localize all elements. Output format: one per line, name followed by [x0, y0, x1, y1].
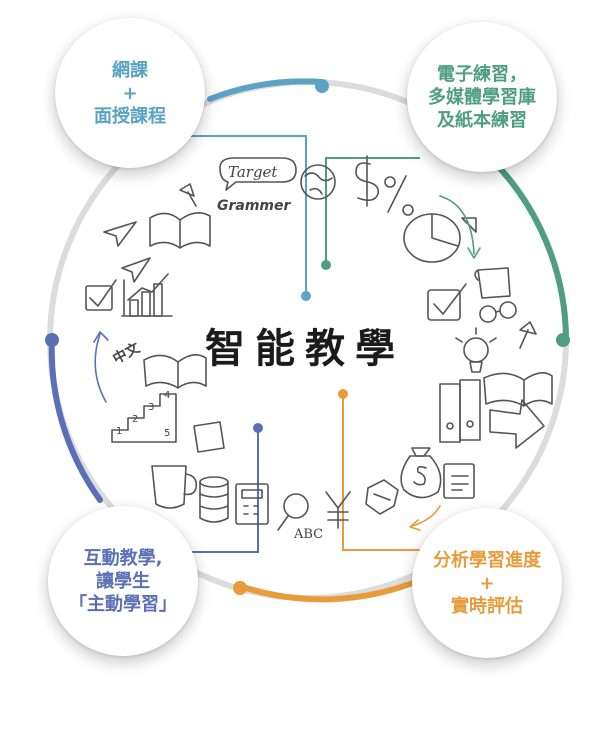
connector-indigo — [160, 428, 259, 553]
grammer-doodle-text: Grammer — [217, 198, 291, 214]
bubble-line: + — [122, 82, 138, 104]
open-book-icon — [483, 372, 553, 407]
globe-icon — [300, 164, 336, 200]
scroll-icon — [193, 421, 225, 453]
bubble-online-courses-text: 網課 + 面授課程 — [94, 59, 166, 128]
coins-icon — [199, 476, 229, 523]
paper-plane-icon — [103, 221, 137, 247]
bubble-line: 讓學生 — [96, 570, 150, 592]
pie-chart-icon — [403, 213, 477, 263]
bubble-line: 面授課程 — [94, 105, 166, 127]
bar-chart-icon — [121, 273, 173, 317]
connector-green-end — [321, 260, 331, 270]
stair-number: 4 — [164, 390, 171, 401]
bubble-line: 「主動學習」 — [69, 593, 177, 615]
pushpin-icon — [179, 183, 197, 207]
bubble-interactive-teaching: 互動教學, 讓學生 「主動學習」 — [48, 506, 198, 656]
arrow-icon — [94, 333, 107, 403]
dot-orange — [233, 581, 247, 595]
bubble-progress-analysis-text: 分析學習進度 + 實時評估 — [433, 549, 541, 618]
dot-indigo — [45, 333, 59, 347]
abc-doodle-text: ABC — [294, 527, 324, 542]
glasses-icon — [479, 301, 517, 323]
lightbulb-icon — [455, 327, 497, 373]
scroll-icon — [474, 267, 511, 299]
connector-blue-end — [301, 291, 311, 301]
bubble-line: 及紙本練習 — [437, 109, 527, 131]
pushpin-icon — [519, 321, 537, 349]
target-doodle-text: Target — [228, 163, 278, 181]
binders-icon — [439, 379, 481, 443]
arc-indigo — [48, 335, 103, 503]
dot-green — [556, 333, 570, 347]
stair-number: 3 — [148, 402, 155, 413]
dollar-percent-icon — [355, 155, 414, 216]
stair-number: 2 — [132, 414, 139, 425]
arrow-icon — [439, 195, 475, 255]
arc-blue — [207, 78, 325, 102]
arc-orange — [237, 577, 423, 603]
connector-orange — [342, 394, 420, 551]
bubble-e-practice: 電子練習， 多媒體學習庫 及紙本練習 — [407, 22, 557, 172]
checkbox-icon — [85, 279, 117, 311]
staircase-icon — [111, 393, 177, 443]
bubble-line: 多媒體學習庫 — [428, 86, 536, 108]
yen-icon — [325, 491, 351, 529]
calculator-icon — [235, 483, 269, 525]
bubble-line: 網課 — [112, 59, 148, 81]
connector-indigo-end — [253, 423, 263, 433]
stair-number: 5 — [164, 428, 171, 439]
paper-plane-icon — [121, 257, 151, 283]
clipboard-icon — [443, 463, 475, 499]
bubble-progress-analysis: 分析學習進度 + 實時評估 — [412, 508, 562, 658]
checkbox-icon — [427, 283, 467, 321]
magnifier-icon — [277, 493, 309, 531]
dot-blue — [315, 79, 329, 93]
open-book-icon — [149, 212, 211, 249]
coffee-cup-icon — [151, 465, 198, 509]
connector-green — [325, 157, 420, 265]
arrow-icon — [489, 399, 545, 449]
arrow-icon — [411, 505, 441, 527]
bubble-line: 電子練習， — [437, 63, 527, 85]
connector-orange-end — [338, 389, 348, 399]
bubble-online-courses: 網課 + 面授課程 — [55, 18, 205, 168]
connector-blue — [190, 135, 307, 296]
bubble-line: 實時評估 — [451, 595, 523, 617]
money-bag-icon — [400, 447, 442, 499]
center-title: 智能教學 — [205, 326, 405, 372]
bubble-interactive-teaching-text: 互動教學, 讓學生 「主動學習」 — [69, 547, 177, 616]
bubble-line: 互動教學, — [83, 547, 163, 569]
bubble-e-practice-text: 電子練習， 多媒體學習庫 及紙本練習 — [428, 63, 536, 132]
bubble-line: 分析學習進度 — [433, 549, 541, 571]
open-book-icon — [143, 354, 207, 389]
bubble-line: + — [479, 572, 495, 594]
crumpled-paper-icon — [365, 479, 399, 515]
speech-bubble-icon — [219, 157, 297, 191]
stair-number: 1 — [116, 426, 123, 437]
